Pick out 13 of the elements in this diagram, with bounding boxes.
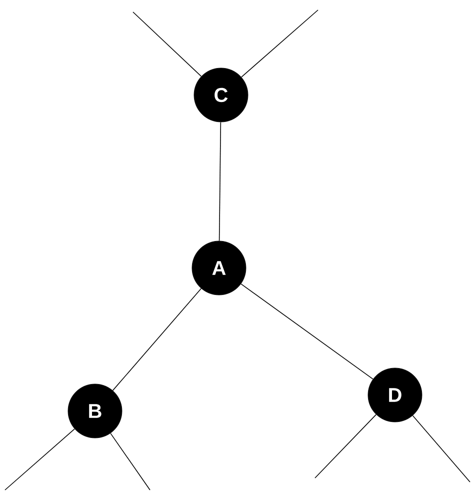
line — [218, 122, 222, 242]
line — [241, 10, 318, 78]
line — [240, 284, 374, 380]
line — [314, 414, 377, 478]
circle-node: D — [368, 368, 422, 422]
circle-node: B — [68, 384, 122, 438]
line — [110, 432, 150, 490]
line — [112, 288, 202, 391]
line — [4, 428, 75, 490]
circle-node: C — [194, 68, 248, 122]
circle-node: A — [192, 240, 246, 296]
line — [412, 415, 470, 482]
line — [132, 12, 202, 77]
